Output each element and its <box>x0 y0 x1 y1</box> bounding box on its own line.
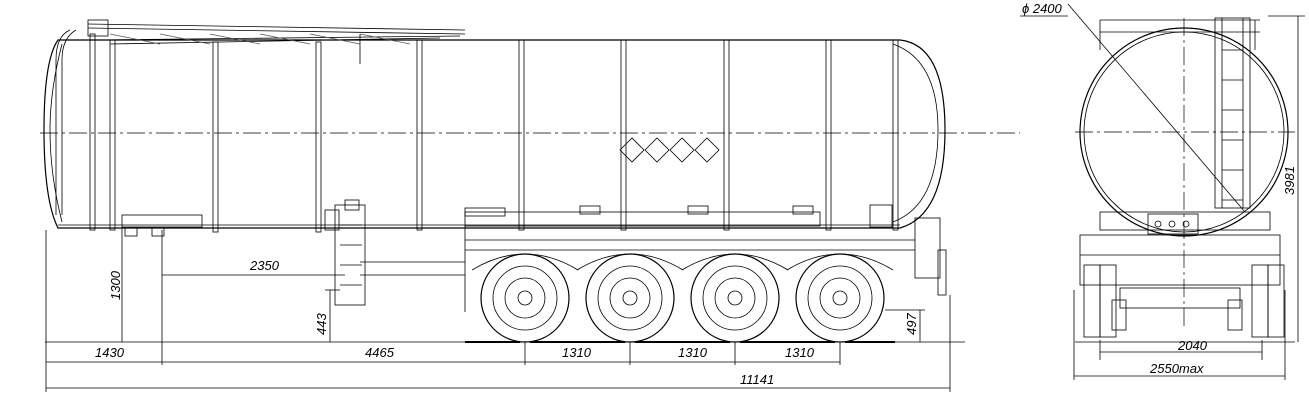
wheel-axle-3 <box>690 253 780 343</box>
dimension-lines <box>46 228 950 389</box>
tank-bands <box>89 33 899 233</box>
dim-497: 497 <box>904 313 919 335</box>
dim-1310-c: 1310 <box>785 345 815 360</box>
wheel-axle-1 <box>480 253 570 343</box>
rear-chassis <box>1079 211 1285 338</box>
dim-11141: 11141 <box>740 372 774 387</box>
dim-2350: 2350 <box>249 258 280 273</box>
rear-dimension-texts: ϕ 2400 3981 2040 2550max <box>1022 1 1297 376</box>
dim-3981: 3981 <box>1282 166 1297 195</box>
side-view: 1300 2350 443 1430 4465 1310 1310 1310 4… <box>40 19 1020 392</box>
top-railing <box>87 19 466 64</box>
side-dimension-texts: 1300 2350 443 1430 4465 1310 1310 1310 4… <box>95 258 919 387</box>
dim-4465: 4465 <box>365 345 395 360</box>
dim-443: 443 <box>314 313 329 335</box>
hazard-placards <box>619 137 720 163</box>
rear-top-railing <box>1099 19 1260 50</box>
dim-2040: 2040 <box>1177 338 1208 353</box>
tank-body <box>43 39 946 229</box>
dim-2550max: 2550max <box>1149 361 1204 376</box>
rear-view: ϕ 2400 3981 2040 2550max <box>1020 1 1305 380</box>
extension-lines <box>45 227 951 392</box>
dim-1310-b: 1310 <box>678 345 708 360</box>
rear-ladder <box>1214 17 1251 209</box>
dim-1310-a: 1310 <box>562 345 592 360</box>
wheel-axle-4 <box>795 253 885 343</box>
dim-1300: 1300 <box>108 270 123 300</box>
rear-dimension-lines <box>1020 3 1305 380</box>
chassis <box>324 199 947 312</box>
wheel-axle-2 <box>585 253 675 343</box>
dim-diameter: ϕ 2400 <box>1022 1 1063 16</box>
wheels <box>471 253 894 343</box>
front-ladder <box>55 29 203 237</box>
dim-1430: 1430 <box>95 345 125 360</box>
